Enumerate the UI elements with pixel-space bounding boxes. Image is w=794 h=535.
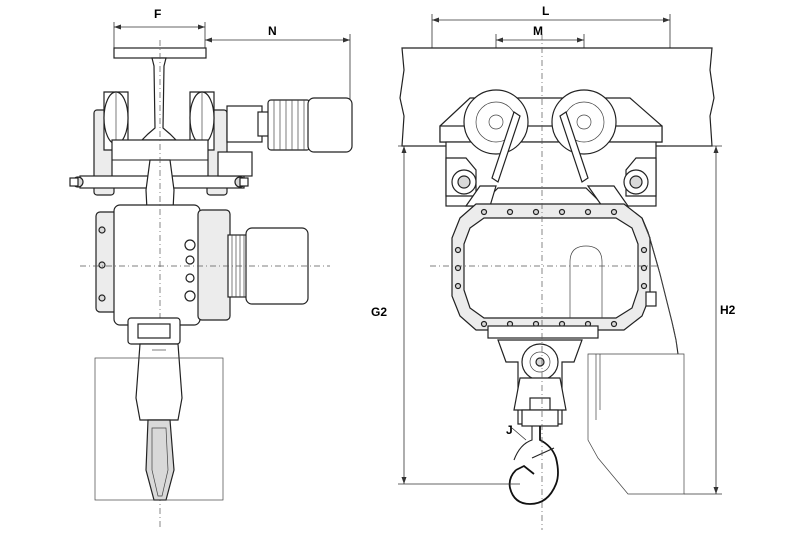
dimension-n: N bbox=[205, 24, 351, 100]
hoist-body-side bbox=[95, 204, 231, 326]
hook-block-side bbox=[94, 317, 224, 501]
front-view: L M bbox=[371, 4, 736, 530]
dimension-g2: G2 bbox=[371, 145, 520, 485]
dimension-label-f: F bbox=[154, 7, 161, 21]
trolley-wheels-front bbox=[463, 89, 617, 183]
dimension-label-n: N bbox=[268, 24, 277, 38]
dimension-f: F bbox=[113, 7, 206, 48]
hoist-body-front bbox=[451, 203, 651, 339]
dimension-label-m: M bbox=[533, 24, 543, 38]
trolley-travel-motor bbox=[217, 97, 353, 177]
dimension-label-l: L bbox=[542, 4, 549, 18]
dimension-label-j: J bbox=[506, 423, 513, 437]
load-chain bbox=[641, 217, 679, 355]
bottom-hook-block bbox=[497, 339, 583, 505]
dimension-label-h2: H2 bbox=[720, 303, 736, 317]
dimension-h2: H2 bbox=[666, 145, 736, 495]
side-view: F N bbox=[69, 7, 353, 530]
chain-bag bbox=[587, 353, 685, 495]
dimension-label-g2: G2 bbox=[371, 305, 387, 319]
